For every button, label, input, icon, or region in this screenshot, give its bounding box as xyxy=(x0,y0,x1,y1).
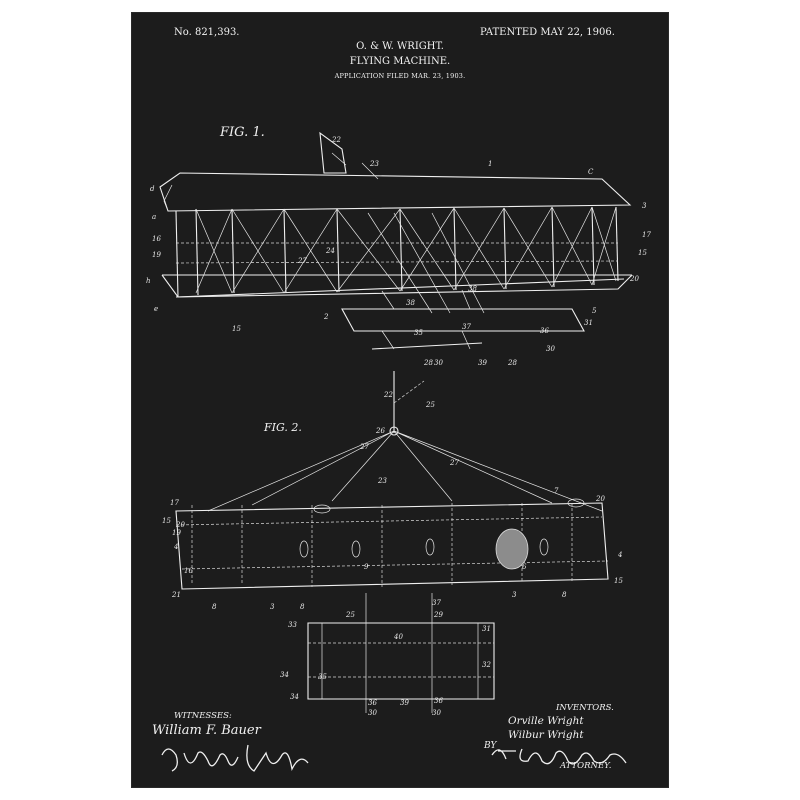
witnesses-label: WITNESSES: xyxy=(174,711,232,721)
svg-text:30: 30 xyxy=(368,709,377,717)
svg-text:a: a xyxy=(152,213,156,221)
svg-text:5: 5 xyxy=(592,307,597,315)
patent-filed-date: APPLICATION FILED MAR. 23, 1903. xyxy=(334,72,466,80)
svg-text:h: h xyxy=(146,277,151,285)
svg-text:40: 40 xyxy=(393,633,403,641)
svg-text:23: 23 xyxy=(369,160,379,168)
svg-text:19: 19 xyxy=(152,251,161,259)
svg-text:15: 15 xyxy=(162,517,171,525)
attorney-label: ATTORNEY. xyxy=(560,761,612,771)
patent-title: FLYING MACHINE. xyxy=(349,56,451,67)
inventor-2-signature: Wilbur Wright xyxy=(508,729,584,741)
svg-text:22: 22 xyxy=(331,136,341,144)
svg-text:20: 20 xyxy=(595,495,605,503)
svg-text:29: 29 xyxy=(433,611,443,619)
svg-text:36: 36 xyxy=(434,697,443,705)
inventor-1-signature: Orville Wright xyxy=(508,715,584,727)
svg-text:4: 4 xyxy=(173,543,178,551)
svg-text:34: 34 xyxy=(290,693,299,701)
svg-text:4: 4 xyxy=(617,551,622,559)
patent-poster: No. 821,393. PATENTED MAY 22, 1906. O. &… xyxy=(132,13,668,787)
svg-text:38: 38 xyxy=(406,299,415,307)
svg-text:21: 21 xyxy=(171,591,181,599)
svg-text:28: 28 xyxy=(507,359,517,367)
svg-text:16: 16 xyxy=(184,567,193,575)
inventors-label: INVENTORS. xyxy=(556,703,614,713)
svg-text:2: 2 xyxy=(323,313,329,321)
svg-text:25: 25 xyxy=(345,611,355,619)
svg-text:16: 16 xyxy=(152,235,161,243)
svg-text:27: 27 xyxy=(449,459,459,467)
svg-text:31: 31 xyxy=(482,625,491,633)
svg-text:31: 31 xyxy=(584,319,593,327)
patent-inventors-heading: O. & W. WRIGHT. xyxy=(356,41,444,52)
svg-text:e: e xyxy=(154,305,158,313)
svg-text:22: 22 xyxy=(383,391,393,399)
svg-text:9: 9 xyxy=(364,563,369,571)
svg-text:38: 38 xyxy=(468,285,477,293)
svg-text:26: 26 xyxy=(375,427,385,435)
svg-text:30: 30 xyxy=(546,345,555,353)
svg-text:39: 39 xyxy=(478,359,487,367)
svg-text:6: 6 xyxy=(522,563,527,571)
svg-text:24: 24 xyxy=(325,247,335,255)
svg-text:C: C xyxy=(588,168,594,176)
svg-text:1: 1 xyxy=(488,160,492,168)
svg-text:27: 27 xyxy=(297,257,307,265)
svg-text:33: 33 xyxy=(288,621,297,629)
svg-text:17: 17 xyxy=(170,499,179,507)
svg-text:37: 37 xyxy=(462,323,471,331)
by-label: BY xyxy=(484,741,497,751)
svg-text:d: d xyxy=(150,185,155,193)
fig1-label: FIG. 1. xyxy=(220,125,265,140)
svg-text:19: 19 xyxy=(172,529,181,537)
svg-text:36: 36 xyxy=(540,327,549,335)
svg-text:20: 20 xyxy=(629,275,639,283)
fig2-label: FIG. 2. xyxy=(264,421,302,434)
svg-text:30: 30 xyxy=(434,359,443,367)
witness-2-signature-drawing xyxy=(161,744,309,772)
svg-text:37: 37 xyxy=(432,599,441,607)
patent-number: No. 821,393. xyxy=(174,27,240,38)
svg-text:27: 27 xyxy=(359,443,369,451)
svg-text:35: 35 xyxy=(414,329,423,337)
svg-text:8: 8 xyxy=(212,603,217,611)
svg-text:23: 23 xyxy=(377,477,387,485)
attorney-signature-drawing xyxy=(491,748,627,765)
svg-text:20: 20 xyxy=(175,521,185,529)
witness-1-signature: William F. Bauer xyxy=(152,723,261,738)
svg-text:3: 3 xyxy=(270,603,275,611)
svg-text:8: 8 xyxy=(300,603,305,611)
svg-text:28: 28 xyxy=(423,359,433,367)
svg-text:35: 35 xyxy=(318,673,327,681)
svg-text:3: 3 xyxy=(512,591,517,599)
svg-text:36: 36 xyxy=(368,699,377,707)
svg-text:30: 30 xyxy=(432,709,441,717)
svg-text:15: 15 xyxy=(232,325,241,333)
svg-text:15: 15 xyxy=(614,577,623,585)
svg-text:34: 34 xyxy=(280,671,289,679)
svg-text:39: 39 xyxy=(400,699,409,707)
patent-date: PATENTED MAY 22, 1906. xyxy=(480,27,615,38)
svg-text:25: 25 xyxy=(425,401,435,409)
svg-text:7: 7 xyxy=(554,487,559,495)
svg-text:17: 17 xyxy=(642,231,651,239)
svg-text:32: 32 xyxy=(482,661,491,669)
fig1-drawing: 22 23 1C d a 16 19 h e 15 2 3 17 15 20 5 31 35 37… xyxy=(146,131,651,367)
svg-text:8: 8 xyxy=(562,591,567,599)
svg-text:15: 15 xyxy=(638,249,647,257)
svg-text:3: 3 xyxy=(642,202,647,210)
